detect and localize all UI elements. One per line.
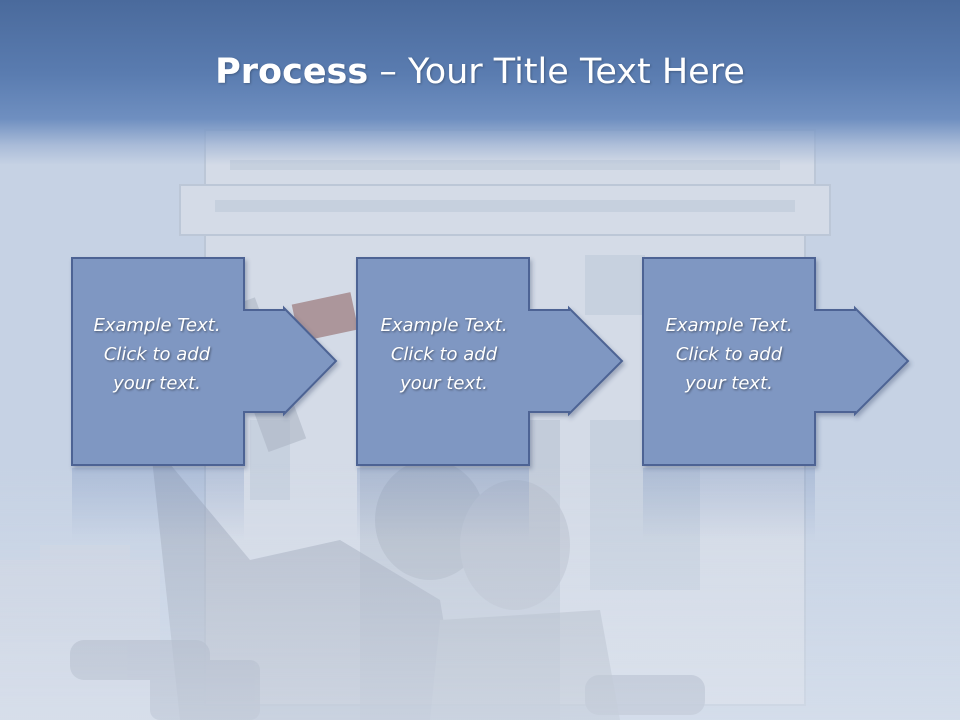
step-3-line-3: your text. [685, 373, 773, 394]
slide-title[interactable]: Process – Your Title Text Here [0, 52, 960, 92]
title-rest: – Your Title Text Here [368, 52, 745, 92]
step-3-line-1: Example Text. [665, 315, 793, 336]
step-3-text[interactable]: Example Text. Click to add your text. [642, 311, 816, 398]
step-1-line-2: Click to add [103, 344, 211, 365]
process-step-3[interactable] [642, 257, 910, 540]
step-1-text[interactable]: Example Text. Click to add your text. [70, 311, 244, 398]
process-step-2[interactable] [356, 257, 624, 540]
process-step-1[interactable] [71, 257, 338, 540]
step-2-line-2: Click to add [390, 344, 498, 365]
title-bold: Process [215, 52, 369, 92]
title-band [0, 0, 960, 165]
step-2-line-1: Example Text. [380, 315, 508, 336]
step-2-line-3: your text. [400, 373, 488, 394]
step-1-line-1: Example Text. [93, 315, 221, 336]
step-2-text[interactable]: Example Text. Click to add your text. [357, 311, 531, 398]
step-1-line-3: your text. [113, 373, 201, 394]
step-3-line-2: Click to add [675, 344, 783, 365]
